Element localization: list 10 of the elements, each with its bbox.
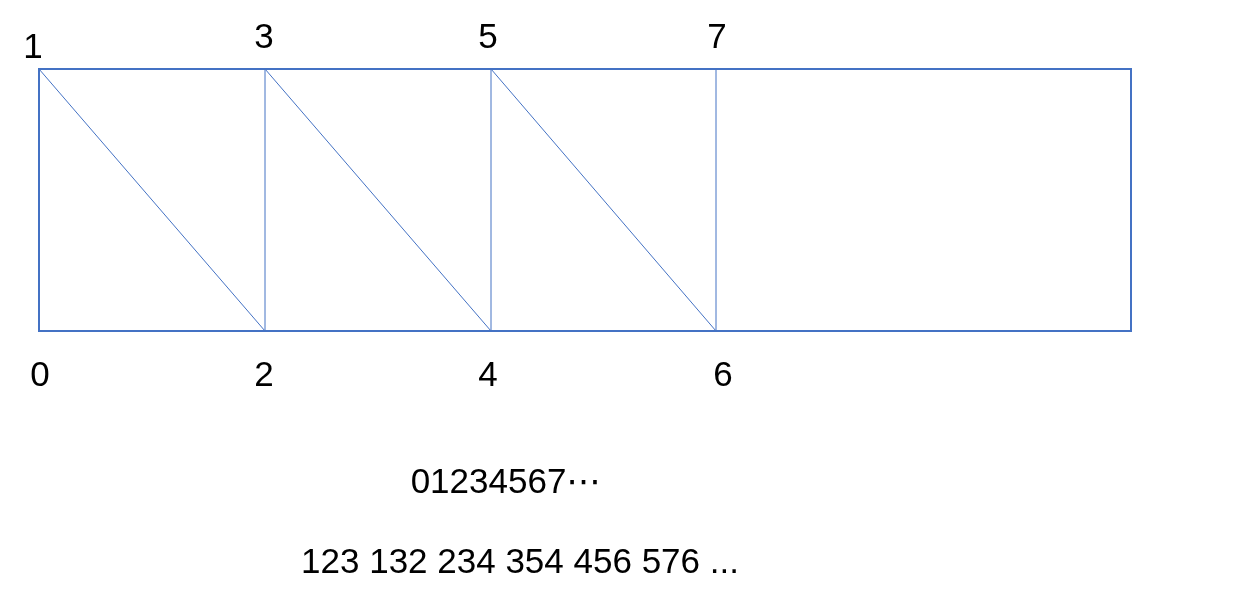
vertex-label: 3 bbox=[254, 17, 274, 53]
vertex-label: 5 bbox=[478, 17, 498, 53]
vertex-label: 1 bbox=[23, 27, 43, 63]
vertex-label: 4 bbox=[478, 355, 498, 391]
sequence-text: 01234567⋯ bbox=[410, 462, 602, 498]
sequence-text: 123 132 234 354 456 576 ... bbox=[301, 542, 739, 578]
vertex-label: 6 bbox=[713, 355, 733, 391]
vertex-label: 2 bbox=[254, 355, 274, 391]
vertex-label: 7 bbox=[707, 17, 727, 53]
vertex-label: 0 bbox=[30, 355, 50, 391]
